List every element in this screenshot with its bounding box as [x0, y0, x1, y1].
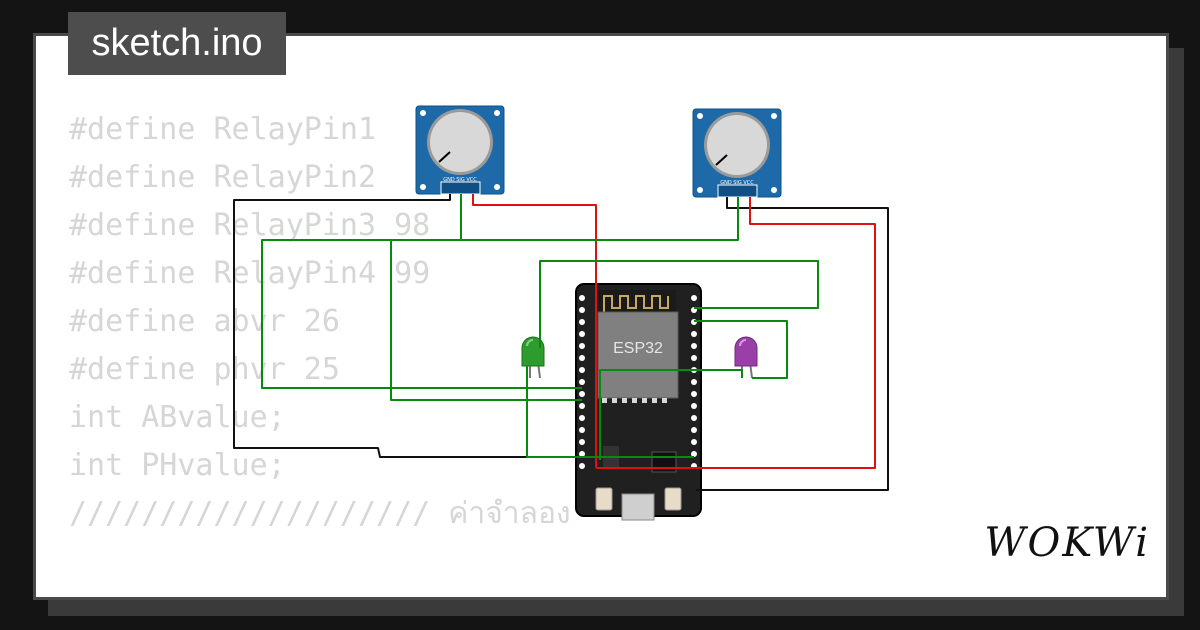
wire-green-led — [539, 260, 819, 348]
wire-green-left — [261, 194, 582, 389]
code-line: #define RelayPin1 — [69, 112, 377, 147]
left-pin-header — [579, 295, 585, 469]
code-preview: #define RelayPin1 #define RelayPin2 #defin… — [69, 106, 571, 586]
wire-red-left — [472, 194, 597, 468]
wire-led-ground — [526, 366, 694, 458]
filename-tab[interactable]: sketch.ino — [68, 12, 286, 75]
esp32-module — [597, 311, 679, 399]
module-pads — [602, 398, 667, 403]
pot-pin-labels: GND SIG VCC — [443, 177, 477, 183]
potentiometer-left[interactable]: GND SIG VCC — [415, 105, 505, 195]
led-purple[interactable] — [734, 336, 758, 379]
code-line: int ABvalue; — [69, 400, 286, 435]
wires — [233, 194, 889, 491]
wire-black-left — [233, 194, 582, 458]
wire-led-ground-2 — [599, 369, 743, 460]
potentiometer-right[interactable]: GND SIG VCC — [692, 108, 782, 198]
antenna-trace — [603, 295, 669, 312]
code-line: #define abvr 26 — [69, 304, 340, 339]
wire-black-right — [696, 197, 889, 491]
knob-indicator — [715, 154, 728, 166]
wire-purple-led — [694, 320, 788, 379]
code-line: #define RelayPin2 — [69, 160, 377, 195]
boot-button[interactable] — [664, 487, 682, 511]
code-line: #define RelayPin3 98 — [69, 208, 431, 243]
code-line: int PHvalue; — [69, 448, 286, 483]
code-line: #define phvr 25 — [69, 352, 340, 387]
pot-pin-labels: GND SIG VCC — [720, 180, 754, 186]
wire-red-right — [596, 197, 876, 469]
led-green[interactable] — [521, 336, 545, 379]
code-line: #define RelayPin4 99 — [69, 256, 431, 291]
knob-indicator — [438, 151, 451, 163]
wokwi-logo: WOKWi — [984, 520, 1150, 566]
code-line: //////////////////// ค่าจำลอง — [69, 496, 571, 531]
wire-green-right — [390, 197, 739, 401]
usb-port[interactable] — [621, 493, 655, 521]
right-pin-header — [691, 295, 697, 469]
en-button[interactable] — [595, 487, 613, 511]
esp32-board[interactable]: ESP32 — [575, 283, 702, 521]
esp32-label: ESP32 — [613, 340, 663, 357]
